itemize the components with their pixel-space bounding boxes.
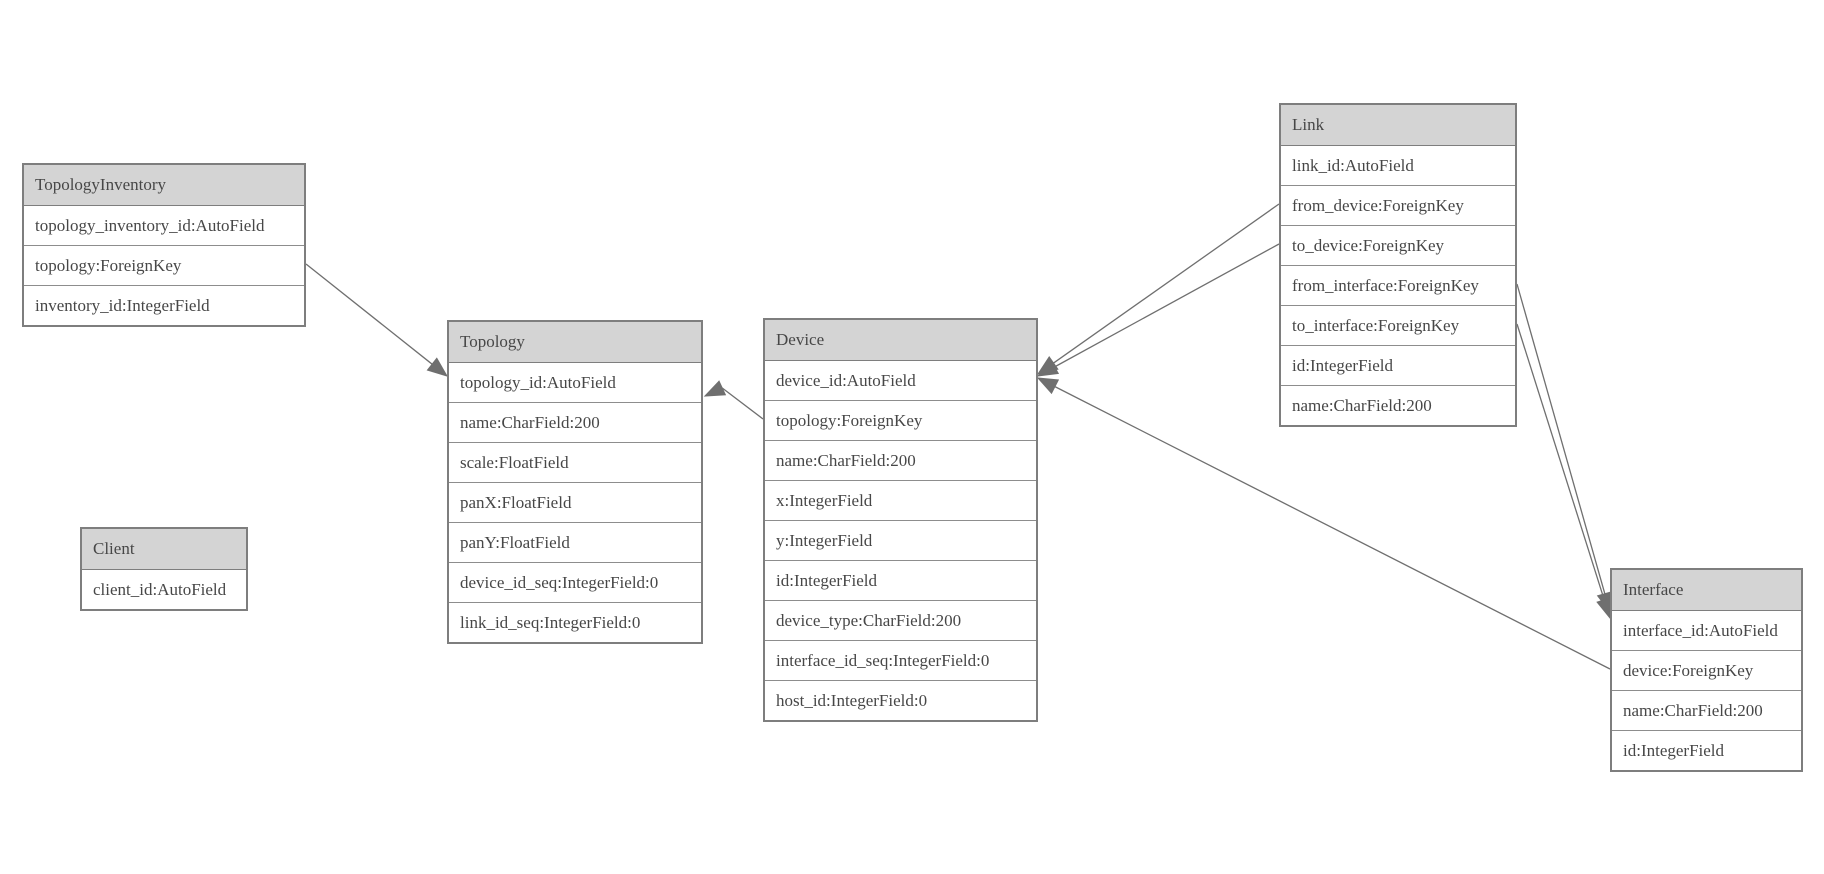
entity-topology-inventory-field-topology-inventory-id: topology_inventory_id:AutoField — [24, 206, 304, 245]
entity-device-field-y: y:IntegerField — [765, 520, 1036, 560]
relationship-topologyinventory-topology-line — [305, 263, 433, 365]
relationship-link-to-device-line — [1054, 243, 1280, 368]
relationship-topologyinventory-topology-arrowhead — [426, 357, 449, 377]
entity-topology-title: Topology — [449, 322, 701, 363]
entity-device-field-device-id: device_id:AutoField — [765, 361, 1036, 400]
entity-topology-field-topology-id: topology_id:AutoField — [449, 363, 701, 402]
relationship-device-topology-arrowhead — [703, 380, 727, 397]
entity-link-field-name: name:CharField:200 — [1281, 385, 1515, 425]
entity-interface-field-id: id:IntegerField — [1612, 730, 1801, 770]
entity-link-field-to-interface: to_interface:ForeignKey — [1281, 305, 1515, 345]
entity-topology-inventory-field-topology: topology:ForeignKey — [24, 245, 304, 285]
relationship-link-from-device-arrowhead — [1036, 356, 1059, 375]
entity-topology-field-panY: panY:FloatField — [449, 522, 701, 562]
entity-client-field-client-id: client_id:AutoField — [82, 570, 246, 609]
entity-topology-field-device-id-seq: device_id_seq:IntegerField:0 — [449, 562, 701, 602]
entity-topology-inventory-field-inventory-id: inventory_id:IntegerField — [24, 285, 304, 325]
relationship-link-from-interface-line — [1516, 283, 1606, 594]
entity-interface-title: Interface — [1612, 570, 1801, 611]
entity-device-field-interface-id-seq: interface_id_seq:IntegerField:0 — [765, 640, 1036, 680]
relationship-link-from-interface — [1516, 283, 1613, 614]
relationship-link-from-device — [1036, 203, 1280, 375]
entity-link-field-to-device: to_device:ForeignKey — [1281, 225, 1515, 265]
relationship-link-to-interface-line — [1516, 323, 1605, 601]
entity-device-field-x: x:IntegerField — [765, 480, 1036, 520]
entity-interface-field-name: name:CharField:200 — [1612, 690, 1801, 730]
relationship-topologyinventory-topology — [305, 263, 449, 377]
entity-device-field-name: name:CharField:200 — [765, 440, 1036, 480]
entity-link-field-from-interface: from_interface:ForeignKey — [1281, 265, 1515, 305]
entity-device-field-host-id: host_id:IntegerField:0 — [765, 680, 1036, 720]
entity-link-field-from-device: from_device:ForeignKey — [1281, 185, 1515, 225]
entity-link-title: Link — [1281, 105, 1515, 146]
relationship-link-to-interface — [1516, 323, 1612, 620]
entity-interface-field-device: device:ForeignKey — [1612, 650, 1801, 690]
relationship-link-to-device-arrowhead — [1036, 359, 1060, 377]
entity-topology-field-scale: scale:FloatField — [449, 442, 701, 482]
relationship-device-topology-line — [721, 387, 764, 420]
entity-device-field-topology: topology:ForeignKey — [765, 400, 1036, 440]
entity-device-field-id: id:IntegerField — [765, 560, 1036, 600]
relationship-interface-device-line — [1054, 386, 1611, 670]
relationship-interface-device-arrowhead — [1036, 377, 1060, 395]
entity-device-field-device-type: device_type:CharField:200 — [765, 600, 1036, 640]
entity-client-title: Client — [82, 529, 246, 570]
relationship-link-to-device — [1036, 243, 1280, 377]
entity-topology-field-panX: panX:FloatField — [449, 482, 701, 522]
entity-device-title: Device — [765, 320, 1036, 361]
entity-topology-field-name: name:CharField:200 — [449, 402, 701, 442]
entity-topology-field-link-id-seq: link_id_seq:IntegerField:0 — [449, 602, 701, 642]
entity-topology-inventory-title: TopologyInventory — [24, 165, 304, 206]
entity-interface-field-interface-id: interface_id:AutoField — [1612, 611, 1801, 650]
entity-link-field-id: id:IntegerField — [1281, 345, 1515, 385]
entity-link-field-link-id: link_id:AutoField — [1281, 146, 1515, 185]
relationship-device-topology — [703, 380, 764, 420]
relationship-link-from-device-line — [1053, 203, 1280, 364]
